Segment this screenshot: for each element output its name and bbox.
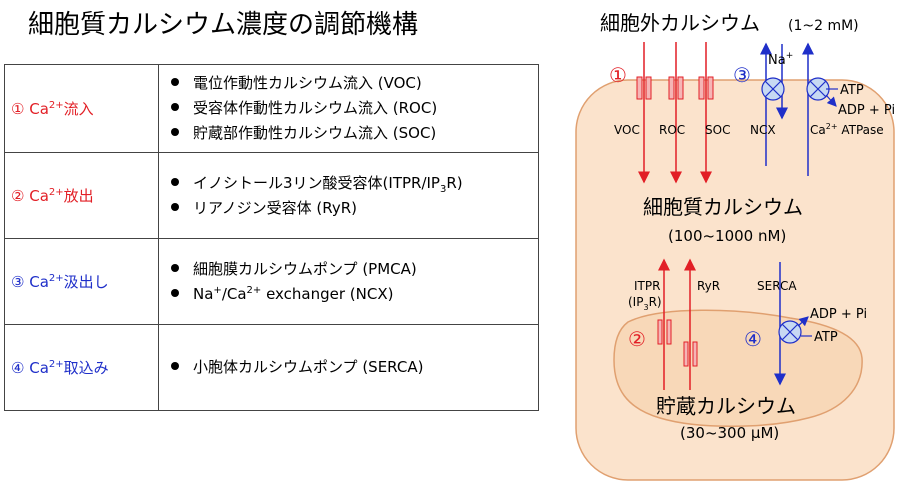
items-cell: イノシトール3リン酸受容体(ITPR/IP3R) リアノジン受容体 (RyR): [158, 152, 539, 239]
item-text: 電位作動性カルシウム流入 (VOC): [193, 74, 422, 92]
serca-atp-label: ATP: [814, 330, 838, 345]
category-ca-charge: 2+: [48, 187, 64, 198]
release-number: ②: [628, 327, 646, 351]
list-item: 細胞膜カルシウムポンプ (PMCA): [171, 257, 537, 282]
roc-channel-icon: [668, 76, 684, 100]
category-ca: Ca: [29, 273, 49, 291]
category-action: 取込み: [63, 359, 109, 377]
item-superscript: +: [213, 284, 222, 296]
category-ca: Ca: [29, 100, 49, 118]
category-number: ④: [11, 359, 25, 377]
table-row: ② Ca2+放出 イノシトール3リン酸受容体(ITPR/IP3R) リアノジン受…: [4, 152, 539, 239]
bullet-icon: [171, 362, 179, 370]
list-item: 受容体作動性カルシウム流入 (ROC): [171, 96, 537, 121]
item-text: リアノジン受容体 (RyR): [193, 198, 358, 217]
cytoplasmic-label: 細胞質カルシウム: [643, 195, 803, 219]
voc-channel-icon: [636, 76, 652, 100]
list-item: 貯蔵部作動性カルシウム流入 (SOC): [171, 121, 537, 146]
item-text: /Ca: [221, 284, 247, 303]
bullet-icon: [171, 78, 179, 86]
store-label: 貯蔵カルシウム: [656, 394, 796, 418]
category-ca: Ca: [29, 187, 49, 205]
adp-arrow: [825, 94, 837, 107]
items-cell: 小胞体カルシウムポンプ (SERCA): [158, 324, 539, 411]
category-ca-charge: 2+: [48, 273, 64, 284]
category-cell: ② Ca2+放出: [4, 152, 159, 239]
serca-adp-arrow: [797, 316, 809, 327]
adp-pi-label: ADP + Pi: [838, 103, 895, 118]
serca-label: SERCA: [757, 279, 797, 293]
item-text: イノシトール3リン酸受容体(ITPR/IP: [193, 173, 440, 192]
bullet-icon: [171, 263, 179, 272]
list-item: 小胞体カルシウムポンプ (SERCA): [171, 355, 537, 380]
ncx-exchanger-icon: [761, 77, 785, 101]
items-cell: 細胞膜カルシウムポンプ (PMCA) Na+/Ca2+ exchanger (N…: [158, 238, 539, 325]
page-title: 細胞質カルシウム濃度の調節機構: [28, 10, 419, 40]
category-action: 放出: [63, 187, 94, 205]
store-concentration: (30~300 μM): [680, 424, 779, 442]
list-item: Na+/Ca2+ exchanger (NCX): [171, 282, 537, 307]
item-superscript: 2+: [246, 284, 262, 296]
category-cell: ① Ca2+流入: [4, 64, 159, 153]
serca-adp-pi-label: ADP + Pi: [810, 307, 867, 322]
ip3r-label: (IP3R): [628, 295, 662, 312]
voc-label: VOC: [614, 123, 640, 137]
uptake-number: ④: [744, 327, 762, 351]
item-text: 受容体作動性カルシウム流入 (ROC): [193, 99, 438, 117]
extracellular-concentration: (1~2 mM): [788, 18, 859, 34]
list-item: リアノジン受容体 (RyR): [171, 196, 537, 221]
table-row: ③ Ca2+汲出し 細胞膜カルシウムポンプ (PMCA) Na+/Ca2+ ex…: [4, 238, 539, 325]
mechanism-table: ① Ca2+流入 電位作動性カルシウム流入 (VOC) 受容体作動性カルシウム流…: [4, 64, 539, 411]
bullet-icon: [171, 202, 179, 211]
item-text: exchanger (NCX): [261, 284, 394, 303]
serca-pump-icon: [778, 320, 802, 344]
bullet-icon: [171, 177, 179, 186]
pmca-pump-icon: [806, 77, 830, 101]
category-number: ②: [11, 187, 25, 205]
list-item: イノシトール3リン酸受容体(ITPR/IP3R): [171, 171, 537, 196]
calcium-store: [613, 309, 863, 428]
item-text: R): [446, 173, 463, 192]
item-text: 貯蔵部作動性カルシウム流入 (SOC): [193, 124, 437, 142]
soc-label: SOC: [705, 123, 730, 137]
efflux-number: ③: [733, 63, 751, 87]
bullet-icon: [171, 128, 179, 136]
bullet-icon: [171, 103, 179, 111]
category-ca: Ca: [29, 359, 49, 377]
na-label: Na+: [768, 51, 793, 68]
category-cell: ③ Ca2+汲出し: [4, 238, 159, 325]
category-action: 流入: [63, 100, 94, 118]
category-ca-charge: 2+: [48, 100, 64, 111]
item-subscript: 3: [439, 183, 447, 195]
item-text: 細胞膜カルシウムポンプ (PMCA): [193, 259, 417, 278]
pmca-label: Ca2+ ATPase: [810, 122, 884, 137]
table-row: ④ Ca2+取込み 小胞体カルシウムポンプ (SERCA): [4, 324, 539, 411]
list-item: 電位作動性カルシウム流入 (VOC): [171, 71, 537, 96]
cytoplasmic-concentration: (100~1000 nM): [668, 227, 786, 245]
category-number: ①: [11, 100, 25, 118]
item-text: 小胞体カルシウムポンプ (SERCA): [193, 358, 424, 376]
extracellular-label: 細胞外カルシウム: [600, 11, 760, 35]
category-action: 汲出し: [63, 273, 109, 291]
category-cell: ④ Ca2+取込み: [4, 324, 159, 411]
bullet-icon: [171, 288, 179, 297]
ryr-channel-icon: [683, 341, 698, 367]
itpr-channel-icon: [657, 319, 672, 345]
item-text: Na: [193, 284, 214, 303]
influx-number: ①: [609, 63, 627, 87]
itpr-label: ITPR: [634, 279, 660, 293]
ncx-label: NCX: [750, 123, 776, 137]
ryr-label: RyR: [697, 279, 720, 293]
category-ca-charge: 2+: [48, 359, 64, 370]
soc-channel-icon: [698, 76, 714, 100]
roc-label: ROC: [659, 123, 685, 137]
category-number: ③: [11, 273, 25, 291]
atp-label: ATP: [840, 83, 864, 98]
